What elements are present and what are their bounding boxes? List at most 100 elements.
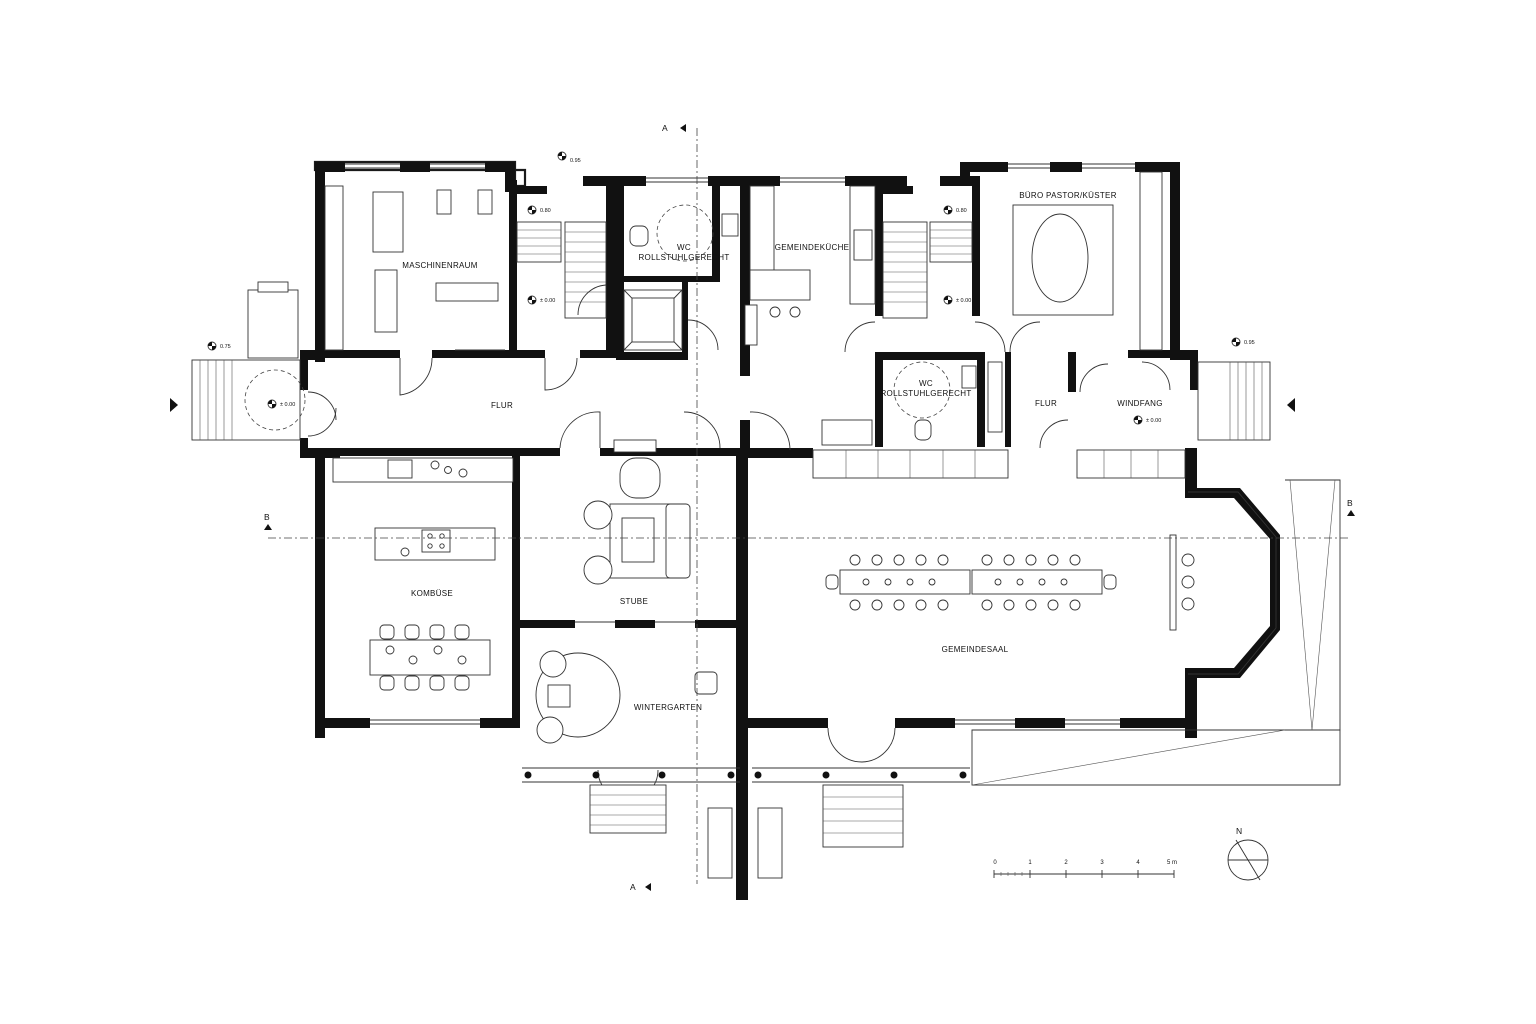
- wall-segment: [845, 176, 907, 186]
- saal-chairs: [849, 554, 1081, 611]
- fireplace: [613, 439, 657, 453]
- chair: [454, 624, 470, 640]
- section-a-top-label: A: [662, 123, 668, 133]
- wall-segment: [330, 718, 370, 728]
- long-table: [839, 569, 971, 595]
- room-label-wc-2-line2: ROLLSTUHLGERECHT: [880, 389, 971, 398]
- step-lines: [199, 360, 233, 440]
- wall-segment: [1185, 488, 1280, 678]
- cooktop: [421, 529, 451, 553]
- wall-segment: [325, 350, 400, 358]
- entry-steps: [1197, 361, 1271, 441]
- scale-tick-label: 3: [1100, 860, 1104, 866]
- door-swing: [577, 284, 607, 316]
- door-swing: [844, 321, 876, 353]
- step-lines: [1229, 362, 1263, 440]
- ramp: [971, 729, 1341, 786]
- stage-panel: [1169, 534, 1177, 631]
- shelf: [1139, 171, 1163, 351]
- machine: [436, 189, 452, 215]
- svg-text:0.95: 0.95: [570, 158, 581, 164]
- wall-segment: [600, 448, 720, 456]
- wall-segment: [748, 718, 828, 728]
- cooktop: [853, 229, 873, 261]
- stair-run: [882, 221, 928, 319]
- plate: [457, 655, 467, 665]
- entry-platform: [257, 281, 289, 293]
- room-label-windfang: WINDFANG: [1117, 399, 1163, 408]
- wall-segment: [616, 352, 688, 360]
- section-b-right-label: B: [1347, 498, 1353, 508]
- wall-segment: [740, 176, 750, 376]
- wall-segment: [480, 718, 520, 728]
- wall-segment: [505, 162, 515, 192]
- door-swing: [544, 357, 578, 391]
- armchair: [539, 650, 567, 678]
- entry-arrow-west: [170, 398, 178, 412]
- machine: [374, 269, 398, 333]
- armchair: [583, 500, 613, 530]
- room-labels: MASCHINENRAUM WC ROLLSTUHLGERECHT GEMEIN…: [402, 191, 1162, 712]
- wall-segment: [1170, 162, 1180, 358]
- svg-text:± 0.00: ± 0.00: [540, 298, 555, 304]
- decor-plate: [430, 460, 440, 470]
- decor-plate: [458, 468, 468, 478]
- svg-text:± 0.00: ± 0.00: [280, 402, 295, 408]
- wall-segment: [606, 176, 616, 358]
- ramp-line: [971, 729, 1286, 786]
- toilet: [914, 419, 932, 441]
- hearth: [619, 457, 661, 499]
- scale-tick-label: 1: [1028, 860, 1032, 866]
- room-label-flur-east: FLUR: [1035, 399, 1057, 408]
- wall-segment: [748, 448, 813, 458]
- room-label-stube: STUBE: [620, 597, 648, 606]
- section-b-left-label: B: [264, 512, 270, 522]
- door-swing: [683, 411, 721, 449]
- entry-platform: [247, 289, 299, 359]
- elevator-car: [631, 297, 675, 343]
- wall-segment: [972, 176, 980, 316]
- room-label-wc-1-line2: ROLLSTUHLGERECHT: [638, 253, 729, 262]
- step-lines: [590, 794, 666, 826]
- turning-circle: [244, 369, 306, 431]
- fixtures: [324, 171, 1277, 744]
- wall-segment: [340, 448, 560, 456]
- wall-segment: [1170, 350, 1198, 360]
- stool: [769, 306, 781, 318]
- sink: [387, 459, 413, 479]
- wall-bar: [324, 185, 344, 351]
- level-marker-stair-east-top: 0.80: [943, 205, 967, 215]
- door-swing: [827, 727, 863, 763]
- wall-segment: [520, 620, 575, 628]
- room-label-kombuese: KOMBÜSE: [411, 589, 453, 598]
- north-arrow-line: [1235, 839, 1261, 881]
- stool: [789, 306, 801, 318]
- plate: [385, 645, 395, 655]
- room-label-wc-1-line1: WC: [677, 243, 691, 252]
- level-marker-entry-west: ± 0.00: [267, 399, 295, 409]
- room-label-maschinenraum: MASCHINENRAUM: [402, 261, 477, 270]
- stair-run: [516, 221, 562, 263]
- chair: [379, 624, 395, 640]
- armchair: [694, 671, 718, 695]
- head-chair: [1103, 574, 1117, 590]
- burner: [439, 533, 445, 539]
- chair: [429, 624, 445, 640]
- svg-text:0.95: 0.95: [1244, 340, 1255, 346]
- door-swing: [749, 411, 791, 451]
- wall-segment: [517, 350, 545, 358]
- level-marker-entry-east-top: 0.95: [1231, 337, 1255, 347]
- wall-segment: [300, 350, 325, 360]
- chair: [404, 624, 420, 640]
- door-swing: [307, 391, 337, 421]
- side-chairs: [1181, 553, 1195, 611]
- section-a-bottom-arrow: [645, 883, 651, 891]
- wall-segment: [315, 162, 345, 172]
- plate: [433, 645, 443, 655]
- ramp-line: [1289, 479, 1313, 731]
- dining-table: [369, 639, 491, 676]
- north-arrow: N: [1227, 826, 1269, 881]
- toilet: [629, 225, 649, 247]
- turning-circle: [656, 204, 714, 262]
- room-label-wintergarten: WINTERGARTEN: [634, 703, 702, 712]
